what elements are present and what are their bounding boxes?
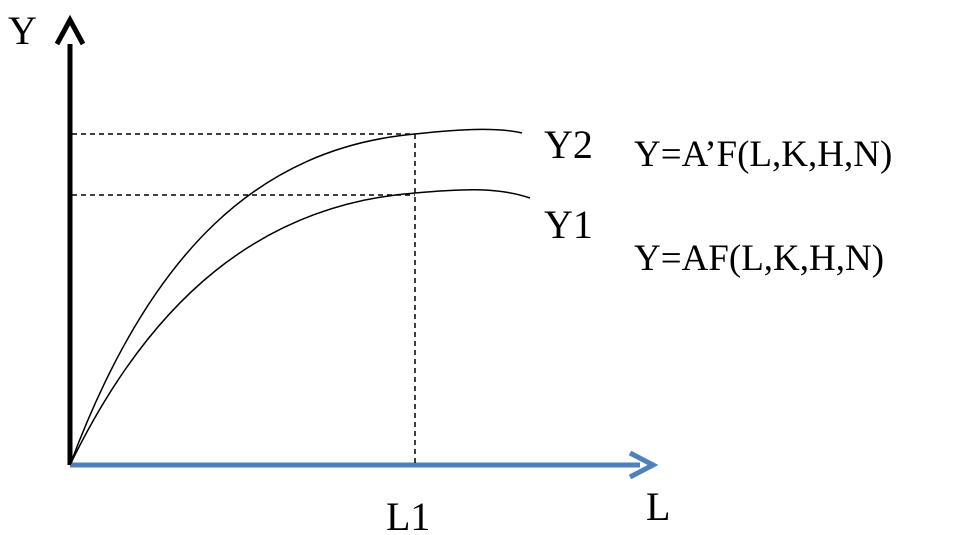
y-axis-label: Y	[8, 8, 37, 53]
curve-y2	[69, 128, 523, 466]
x-axis-label: L	[646, 484, 670, 529]
equation-upper: Y=A’F(L,K,H,N)	[634, 134, 892, 175]
curve-y1	[69, 189, 531, 466]
y1-label: Y1	[544, 202, 593, 247]
equation-lower: Y=AF(L,K,H,N)	[634, 238, 884, 279]
l1-label: L1	[386, 494, 430, 535]
x-axis-arrowhead	[628, 450, 659, 480]
y2-label: Y2	[544, 122, 593, 167]
y-axis-arrowhead	[54, 14, 86, 46]
